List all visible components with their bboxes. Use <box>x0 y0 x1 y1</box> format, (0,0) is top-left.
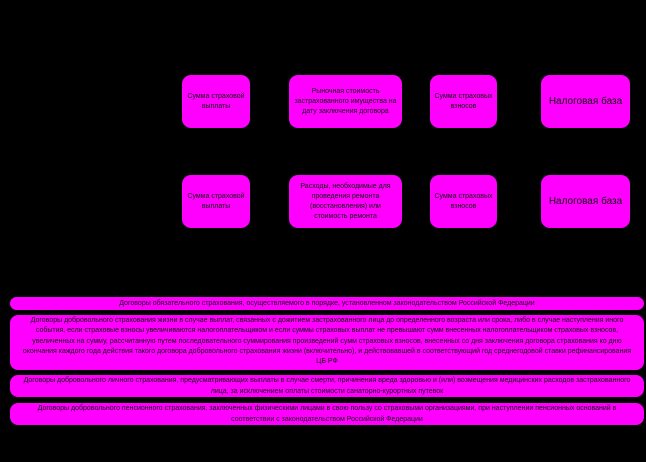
row1-tax-base-label: Налоговая база <box>548 96 623 107</box>
row2-premiums-label: Сумма страховых взносов <box>434 192 493 210</box>
row1-premiums-label: Сумма страховых взносов <box>434 92 493 110</box>
row1-market-value-box: Рыночная стоимость застрахованного имуще… <box>289 75 402 128</box>
note-personal-insurance: Договоры добровольного личного страхован… <box>10 375 644 397</box>
row2-repair-costs-box: Расходы, необходимые для проведения ремо… <box>289 175 402 228</box>
row1-insurance-payout-label: Сумма страховой выплаты <box>187 92 245 110</box>
note-pension-insurance: Договоры добровольного пенсионного страх… <box>10 403 644 425</box>
row1-insurance-payout-box: Сумма страховой выплаты <box>182 75 250 128</box>
note-life-insurance: Договоры добровольного страхования жизни… <box>10 315 644 370</box>
row1-premiums-box: Сумма страховых взносов <box>430 75 497 128</box>
row1-tax-base-box: Налоговая база <box>541 75 630 128</box>
row1-market-value-label: Рыночная стоимость застрахованного имуще… <box>294 87 397 115</box>
row2-tax-base-label: Налоговая база <box>548 196 623 207</box>
note-mandatory-insurance: Договоры обязательного страхования, осущ… <box>10 297 644 310</box>
row2-premiums-box: Сумма страховых взносов <box>430 175 497 228</box>
row2-insurance-payout-box: Сумма страховой выплаты <box>182 175 250 228</box>
row2-tax-base-box: Налоговая база <box>541 175 630 228</box>
row2-insurance-payout-label: Сумма страховой выплаты <box>187 192 245 210</box>
row2-repair-costs-label: Расходы, необходимые для проведения ремо… <box>300 182 391 220</box>
